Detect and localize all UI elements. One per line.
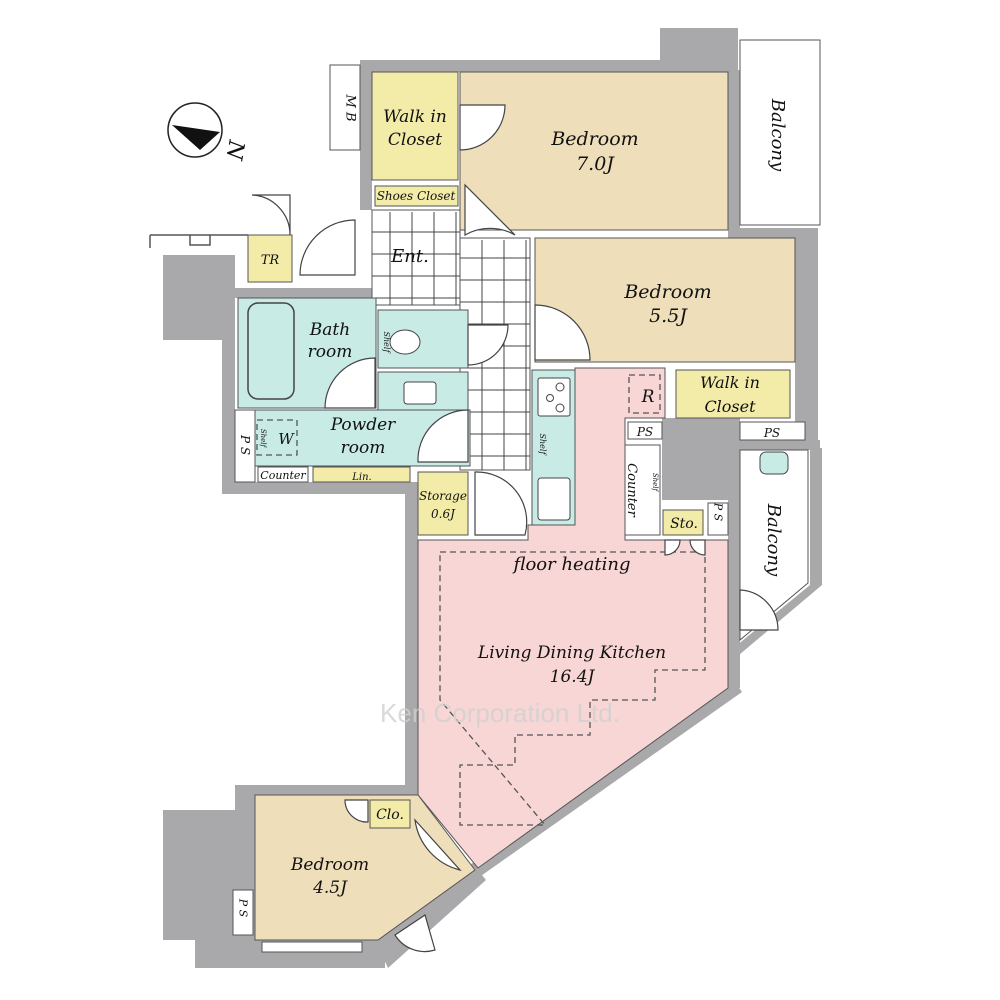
floor-heating-area — [439, 551, 706, 826]
ps-bottom — [232, 889, 254, 936]
entrance — [371, 209, 461, 306]
burner-icon — [555, 403, 565, 413]
bedroom-top-size: 7.0J — [576, 153, 615, 175]
toilet-icon — [389, 329, 421, 355]
wic-top-label: Walk in — [383, 107, 447, 127]
powder-label: Powder — [330, 415, 396, 435]
sto — [662, 509, 704, 536]
stove-icon — [537, 377, 571, 417]
bedroom-bottom-name: Bedroom — [290, 855, 369, 875]
window-bottom — [261, 941, 363, 953]
mb-label: M B — [343, 94, 358, 122]
walk-in-closet-mid — [675, 369, 791, 419]
burner-icon — [546, 394, 554, 402]
linen-label: Lin. — [351, 472, 371, 483]
fridge-label: R — [641, 387, 655, 407]
burner-icon — [555, 382, 565, 392]
ps-right — [739, 421, 806, 441]
entrance-label: Ent. — [390, 246, 429, 267]
balcony-right-label: Balcony — [763, 503, 784, 577]
labels: M B Walk in Closet Bedroom 7.0J Balcony … — [237, 94, 789, 918]
north-label: N — [220, 137, 248, 162]
trunk-room — [247, 234, 293, 283]
walk-in-closet-top — [371, 71, 459, 181]
kitchen-shelf-label: Shelf — [538, 434, 547, 457]
ps-sto-label: P S — [712, 502, 725, 522]
bedroom-7j — [459, 71, 729, 231]
doors — [251, 104, 779, 953]
washer-icon — [256, 419, 298, 456]
wic-mid-label: Walk in — [700, 373, 760, 392]
sto-label: Sto. — [670, 516, 698, 532]
storage-name: Storage — [419, 489, 467, 503]
closet-bottom — [369, 799, 411, 829]
living-dining-kitchen — [417, 367, 729, 869]
storage — [417, 471, 469, 536]
ps-bottom-label: P S — [237, 898, 250, 918]
powder-label-2: room — [341, 438, 386, 458]
storage-size: 0.6J — [431, 507, 456, 521]
watermark: Ken Corporation Ltd. — [380, 698, 620, 728]
counter-left — [257, 466, 309, 483]
balcony-sink-icon — [759, 451, 789, 475]
ps-left — [234, 409, 256, 483]
ps-mid-label: PS — [636, 425, 653, 439]
kitchen-sink-icon — [537, 477, 571, 521]
bath-label-2: room — [308, 342, 353, 362]
counter-shelf-label: Shelf — [651, 473, 659, 493]
ps-left-label: P S — [238, 434, 252, 455]
ldk-size: 16.4J — [550, 667, 596, 687]
bedroom-bottom-size: 4.5J — [312, 878, 348, 898]
toilet-shelf-label: Shelf — [382, 332, 391, 355]
bedroom-top-name: Bedroom — [550, 128, 638, 150]
linen — [312, 466, 411, 483]
counter-mid-label: Counter — [624, 463, 639, 517]
shoes-closet — [374, 185, 459, 207]
balcony-top-label: Balcony — [767, 98, 788, 172]
counter-left-label: Counter — [260, 469, 306, 482]
counter-mid — [624, 444, 661, 536]
tr-label: TR — [261, 253, 280, 268]
fridge-space — [628, 374, 661, 414]
mb — [329, 64, 361, 151]
balcony-right — [739, 449, 809, 642]
bedroom-mid-name: Bedroom — [623, 281, 711, 303]
sink-icon — [403, 381, 437, 405]
bathtub — [247, 302, 295, 400]
balcony-top — [739, 39, 821, 226]
bedroom-mid-size: 5.5J — [649, 305, 688, 327]
ps-mid — [627, 421, 663, 440]
clo-label: Clo. — [376, 807, 404, 823]
floor-heating-label: floor heating — [511, 554, 630, 575]
shoes-closet-label: Shoes Closet — [377, 189, 456, 203]
washer-shelf-label: Shelf — [259, 429, 267, 449]
floor-tiles — [372, 212, 530, 470]
bath-label: Bath — [309, 320, 350, 340]
wic-mid-label-2: Closet — [704, 397, 756, 416]
ldk-name: Living Dining Kitchen — [477, 643, 666, 663]
north-arrow-icon: N — [167, 102, 249, 162]
ps-right-label: PS — [763, 426, 780, 440]
wic-top-label-2: Closet — [388, 130, 442, 150]
ps-sto — [707, 502, 729, 536]
washer-label: W — [278, 430, 295, 448]
